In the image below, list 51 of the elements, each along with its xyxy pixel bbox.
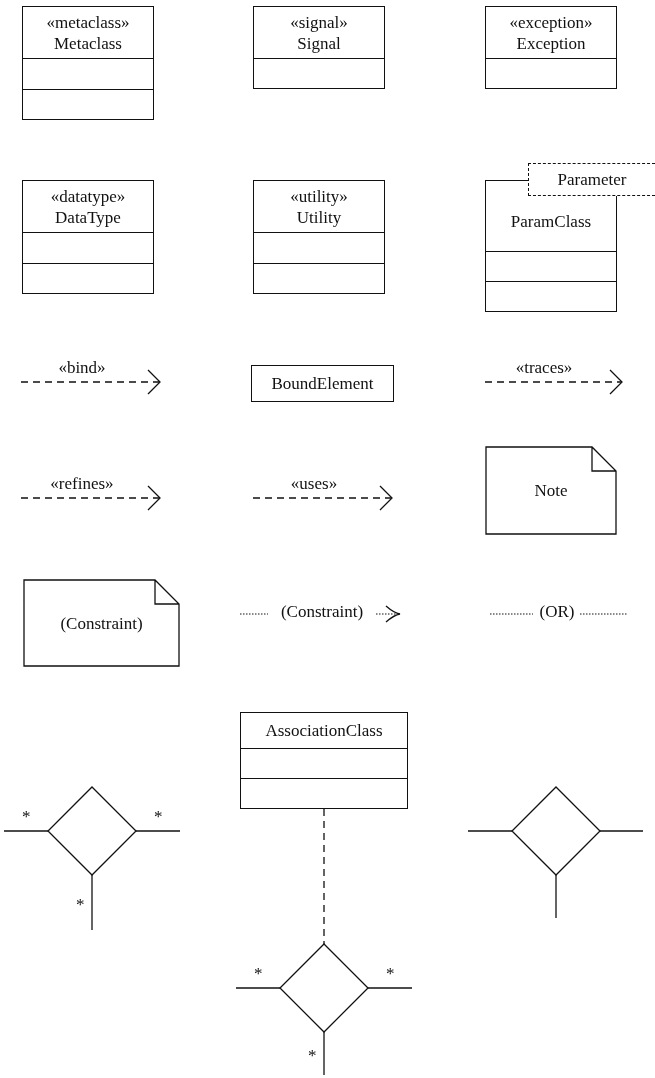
constraint-label: (Constraint) xyxy=(280,602,364,622)
association-diamond xyxy=(512,787,600,875)
association-line xyxy=(235,987,281,989)
stereotype-label: «datatype» xyxy=(50,185,126,207)
association-line xyxy=(555,874,557,919)
stereotype-label: «signal» xyxy=(290,11,348,33)
multiplicity-label: * xyxy=(308,1046,317,1066)
class-name: DataType xyxy=(55,206,121,228)
class-name: Utility xyxy=(296,206,342,228)
multiplicity-label: * xyxy=(22,807,31,827)
stereotype-label: «utility» xyxy=(290,185,348,207)
association-line xyxy=(367,987,413,989)
association-line xyxy=(3,830,49,832)
note-text: (Constraint) xyxy=(60,612,143,634)
parameter-label: Parameter xyxy=(557,169,627,190)
class-box xyxy=(240,712,408,809)
multiplicity-label: * xyxy=(386,964,395,984)
multiplicity-label: * xyxy=(254,964,263,984)
class-box xyxy=(22,180,154,294)
class-name: Signal xyxy=(297,32,341,54)
class-box xyxy=(253,180,385,294)
multiplicity-label: * xyxy=(154,807,163,827)
note-text: Note xyxy=(534,480,568,501)
association-diamond xyxy=(280,944,368,1032)
constraint-label: (OR) xyxy=(539,602,575,622)
note-shape xyxy=(23,579,180,667)
class-box xyxy=(253,6,385,89)
stereotype-label: «traces» xyxy=(515,358,573,378)
class-box xyxy=(22,6,154,120)
stereotype-label: «refines» xyxy=(50,474,114,494)
association-line xyxy=(323,1031,325,1076)
class-box xyxy=(485,6,617,89)
class-name: AssociationClass xyxy=(265,720,383,741)
stereotype-label: «bind» xyxy=(58,358,106,378)
stereotype-label: «metaclass» xyxy=(46,11,130,33)
class-name: Exception xyxy=(516,32,586,54)
class-name: Metaclass xyxy=(54,32,122,54)
stereotype-label: «uses» xyxy=(290,474,338,494)
object-box xyxy=(251,365,394,402)
association-line xyxy=(599,830,644,832)
multiplicity-label: * xyxy=(76,895,85,915)
association-line xyxy=(135,830,181,832)
association-line xyxy=(467,830,513,832)
stereotype-label: «exception» xyxy=(509,11,593,33)
class-name: ParamClass xyxy=(510,211,592,232)
note-shape xyxy=(485,446,617,535)
template-parameter-box xyxy=(528,163,655,196)
element-name: BoundElement xyxy=(271,373,374,394)
association-diamond xyxy=(48,787,136,875)
dashed-connector xyxy=(323,808,325,945)
association-line xyxy=(91,874,93,931)
